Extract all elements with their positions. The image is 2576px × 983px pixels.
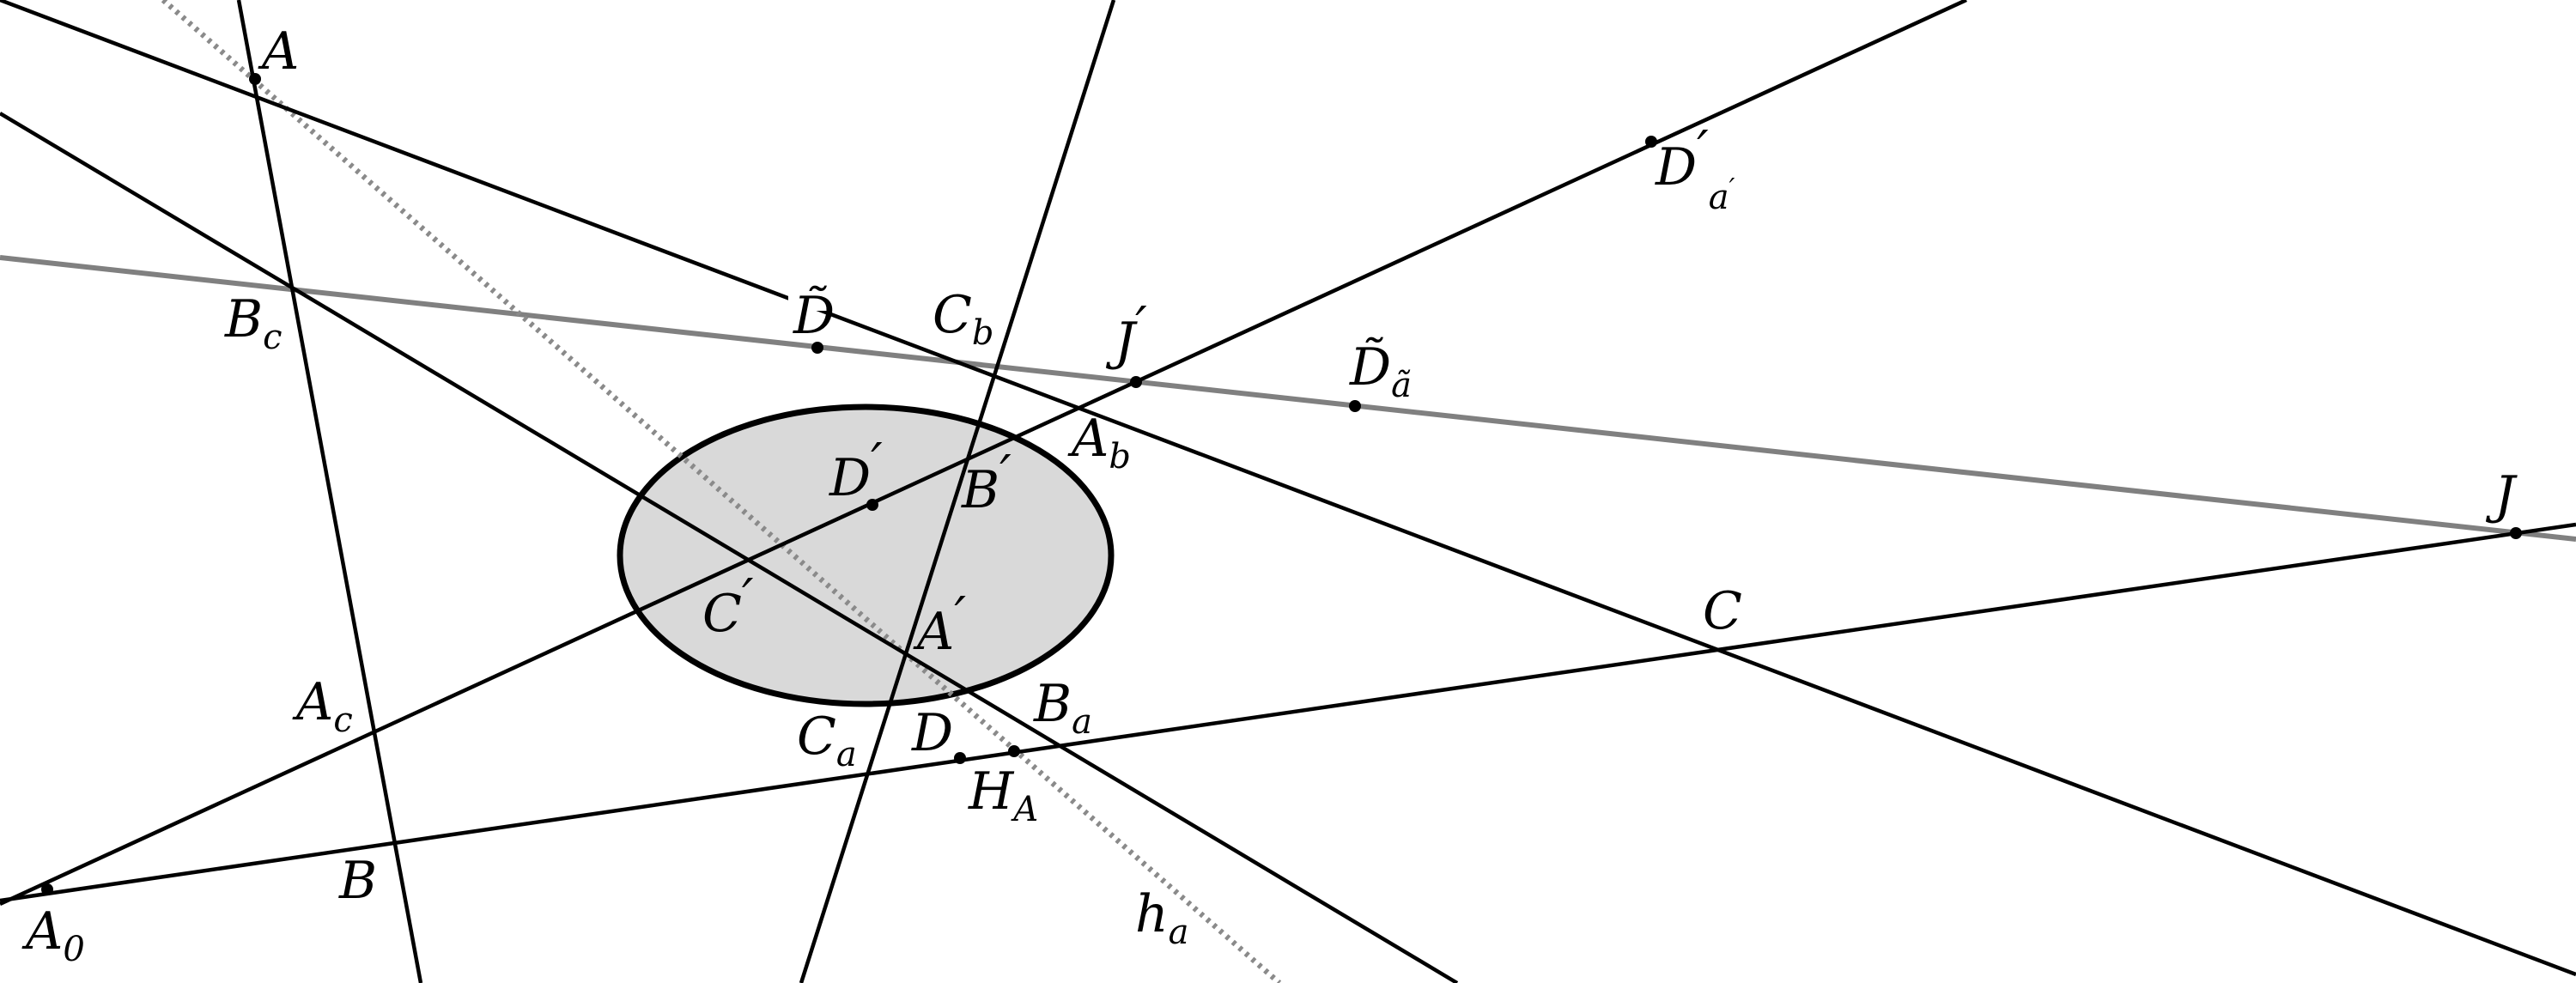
point-a	[249, 73, 261, 85]
label-c: C	[1703, 581, 1742, 641]
label-bc: Bc	[224, 289, 283, 357]
point-ha	[1008, 745, 1020, 757]
line-a0-through-dprime-jprime	[0, 0, 1967, 907]
dotted-line-ha	[161, 0, 1282, 983]
point-d	[954, 752, 966, 764]
line-through-cb-bprime-aprime-ca	[799, 0, 1116, 983]
point-dprime	[866, 499, 878, 511]
point-a0	[41, 883, 53, 895]
label-bprime: B′	[961, 445, 1012, 520]
label-dprime-aprime: D′a′	[1655, 120, 1735, 217]
label-cb: Cb	[933, 285, 994, 353]
label-d: D	[911, 703, 953, 763]
label-j: J	[2485, 465, 2518, 525]
label-a: A	[258, 21, 299, 82]
label-h-a: ha	[1135, 884, 1189, 952]
label-b: B	[338, 851, 377, 911]
label-ba: Ba	[1033, 674, 1092, 742]
label-ha: HA	[968, 762, 1038, 829]
point-j	[2510, 527, 2522, 539]
line-through-bc-cprime-aprime-ba	[0, 112, 1459, 983]
label-dtilde: D̃	[793, 285, 835, 346]
point-dtilde	[811, 342, 823, 354]
point-dtilde-atilde	[1349, 400, 1361, 412]
label-background-dtilde	[788, 273, 852, 311]
label-aprime: A′	[913, 586, 966, 662]
label-ca: Ca	[797, 707, 857, 774]
point-jprime	[1130, 376, 1142, 388]
label-dprime: D′	[829, 433, 883, 508]
label-ab: Ab	[1067, 409, 1131, 476]
label-jprime: J′	[1105, 296, 1147, 372]
label-a0: A0	[21, 901, 85, 969]
line-ab-through-a-bc-ac-b	[236, 0, 423, 983]
point-dprime-aprime	[1645, 136, 1657, 148]
label-dtilde-atilde: D̃ã	[1349, 337, 1412, 405]
line-a0-c-j	[0, 522, 2576, 903]
label-cprime: C′	[702, 568, 754, 644]
gray-line-jprime-j	[0, 255, 2576, 542]
shaded-ellipse	[617, 404, 1115, 707]
label-ac: Ac	[292, 672, 353, 740]
